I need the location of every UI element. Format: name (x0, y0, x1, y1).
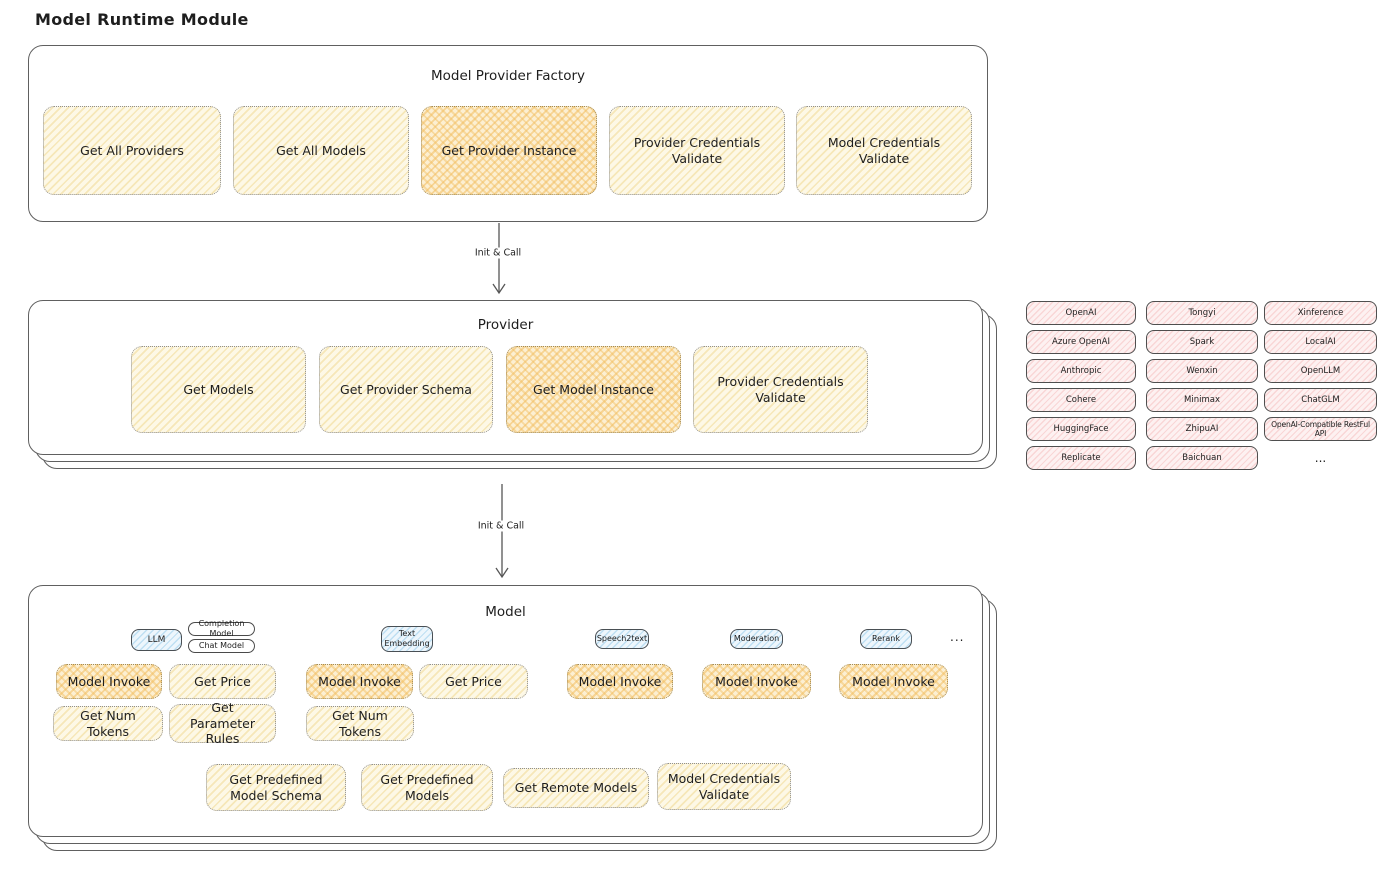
provider-pill-baichuan: Baichuan (1146, 446, 1258, 470)
provider-pill-minimax: Minimax (1146, 388, 1258, 412)
node-model-credentials-validate-2: Model Credentials Validate (657, 763, 791, 810)
providers-more-ellipsis: ... (1314, 450, 1327, 465)
tab-moderation: Moderation (730, 629, 783, 649)
provider-pill-openai-compatible: OpenAI-Compatible RestFul API (1264, 417, 1377, 441)
provider-pill-spark: Spark (1146, 330, 1258, 354)
tab-chat-model: Chat Model (188, 639, 255, 653)
provider-pill-zhipuai: ZhipuAI (1146, 417, 1258, 441)
provider-pill-anthropic: Anthropic (1026, 359, 1136, 383)
provider-pill-replicate: Replicate (1026, 446, 1136, 470)
node-get-models: Get Models (131, 346, 306, 433)
providers-column-2: Tongyi Spark Wenxin Minimax ZhipuAI Baic… (1146, 301, 1258, 470)
provider-panel-title: Provider (477, 317, 534, 333)
model-panel-title: Model (485, 604, 526, 620)
provider-pill-wenxin: Wenxin (1146, 359, 1258, 383)
node-rerank-model-invoke: Model Invoke (839, 664, 948, 699)
provider-panel: Provider Get Models Get Provider Schema … (28, 300, 983, 455)
node-get-provider-schema: Get Provider Schema (319, 346, 493, 433)
node-get-provider-instance: Get Provider Instance (421, 106, 597, 195)
provider-pill-huggingface: HuggingFace (1026, 417, 1136, 441)
providers-column-1: OpenAI Azure OpenAI Anthropic Cohere Hug… (1026, 301, 1136, 470)
init-call-label-1: Init & Call (470, 247, 526, 259)
node-get-all-models: Get All Models (233, 106, 409, 195)
provider-pill-chatglm: ChatGLM (1264, 388, 1377, 412)
model-provider-factory-panel: Model Provider Factory Get All Providers… (28, 45, 988, 222)
tabs-more-ellipsis: ... (950, 630, 965, 644)
node-llm-get-parameter-rules: Get Parameter Rules (169, 700, 276, 746)
diagram-title: Model Runtime Module (35, 10, 249, 29)
node-get-predefined-model-schema: Get Predefined Model Schema (206, 764, 346, 811)
node-te-get-num-tokens: Get Num Tokens (306, 706, 414, 741)
tab-speech2text: Speech2text (595, 629, 649, 649)
provider-pill-tongyi: Tongyi (1146, 301, 1258, 325)
init-call-label-2: Init & Call (473, 520, 529, 532)
node-provider-credentials-validate-2: Provider Credentials Validate (693, 346, 868, 433)
model-panel: Model LLM Completion Model Chat Model Te… (28, 585, 983, 837)
node-provider-credentials-validate: Provider Credentials Validate (609, 106, 785, 195)
provider-pill-cohere: Cohere (1026, 388, 1136, 412)
node-s2t-model-invoke: Model Invoke (567, 664, 673, 699)
factory-panel-title: Model Provider Factory (430, 68, 585, 84)
provider-pill-localai: LocalAI (1264, 330, 1377, 354)
node-get-predefined-models: Get Predefined Models (361, 764, 493, 811)
tab-llm: LLM (131, 629, 182, 651)
node-moderation-model-invoke: Model Invoke (702, 664, 811, 699)
node-te-get-price: Get Price (419, 664, 528, 699)
node-llm-get-num-tokens: Get Num Tokens (53, 706, 163, 741)
node-te-model-invoke: Model Invoke (306, 664, 413, 699)
tab-rerank: Rerank (860, 629, 912, 649)
init-call-arrow-1 (492, 223, 506, 295)
provider-pill-azure-openai: Azure OpenAI (1026, 330, 1136, 354)
provider-pill-openai: OpenAI (1026, 301, 1136, 325)
node-llm-model-invoke: Model Invoke (56, 664, 162, 699)
node-llm-get-price: Get Price (169, 664, 276, 699)
node-get-remote-models: Get Remote Models (503, 768, 649, 808)
providers-column-3: Xinference LocalAI OpenLLM ChatGLM OpenA… (1264, 301, 1377, 470)
tab-completion-model: Completion Model (188, 619, 255, 638)
node-model-credentials-validate: Model Credentials Validate (796, 106, 972, 195)
node-get-model-instance: Get Model Instance (506, 346, 681, 433)
provider-pill-openllm: OpenLLM (1264, 359, 1377, 383)
node-get-all-providers: Get All Providers (43, 106, 221, 195)
provider-pill-xinference: Xinference (1264, 301, 1377, 325)
tab-text-embedding: Text Embedding (381, 626, 433, 652)
init-call-arrow-2 (495, 484, 509, 579)
